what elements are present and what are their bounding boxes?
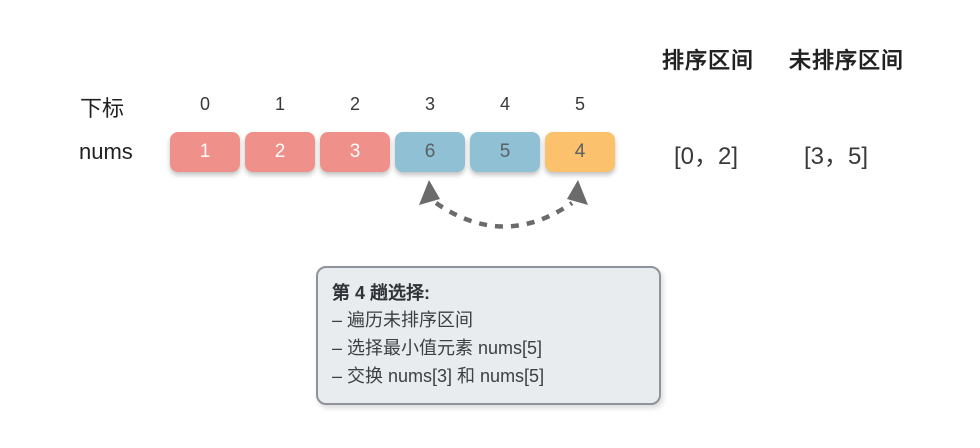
index-number-5: 5 xyxy=(574,94,585,114)
array-cell-2: 3 xyxy=(320,132,390,172)
index-row-label: 下标 xyxy=(80,96,125,121)
index-number-2: 2 xyxy=(349,94,360,114)
nums-row-label: nums xyxy=(79,139,133,164)
arrowhead-right xyxy=(567,180,588,205)
step-note-box: 第 4 趟选择: – 遍历未排序区间 – 选择最小值元素 nums[5] – 交… xyxy=(316,266,661,405)
array-cell-4: 5 xyxy=(470,132,540,172)
array-cell-0: 1 xyxy=(170,132,240,172)
index-number-1: 1 xyxy=(274,94,285,114)
step-note-item-1: – 遍历未排序区间 xyxy=(332,310,474,330)
index-number-0: 0 xyxy=(199,94,210,114)
array-cell-1: 2 xyxy=(245,132,315,172)
index-number-3: 3 xyxy=(424,94,435,114)
array-cell-5: 4 xyxy=(545,132,615,172)
arrowhead-left xyxy=(419,180,440,205)
step-note-item-3: – 交换 nums[3] 和 nums[5] xyxy=(332,366,545,386)
step-note-title: 第 4 趟选择: xyxy=(332,283,431,303)
step-note-item-2: – 选择最小值元素 nums[5] xyxy=(332,338,543,358)
sorted-interval-header: 排序区间 xyxy=(662,48,755,73)
unsorted-interval-header: 未排序区间 xyxy=(789,48,905,73)
array-cell-3: 6 xyxy=(395,132,465,172)
unsorted-interval-value: [3，5] xyxy=(804,143,869,170)
sorted-interval-value: [0，2] xyxy=(674,143,739,170)
index-number-4: 4 xyxy=(499,94,510,114)
